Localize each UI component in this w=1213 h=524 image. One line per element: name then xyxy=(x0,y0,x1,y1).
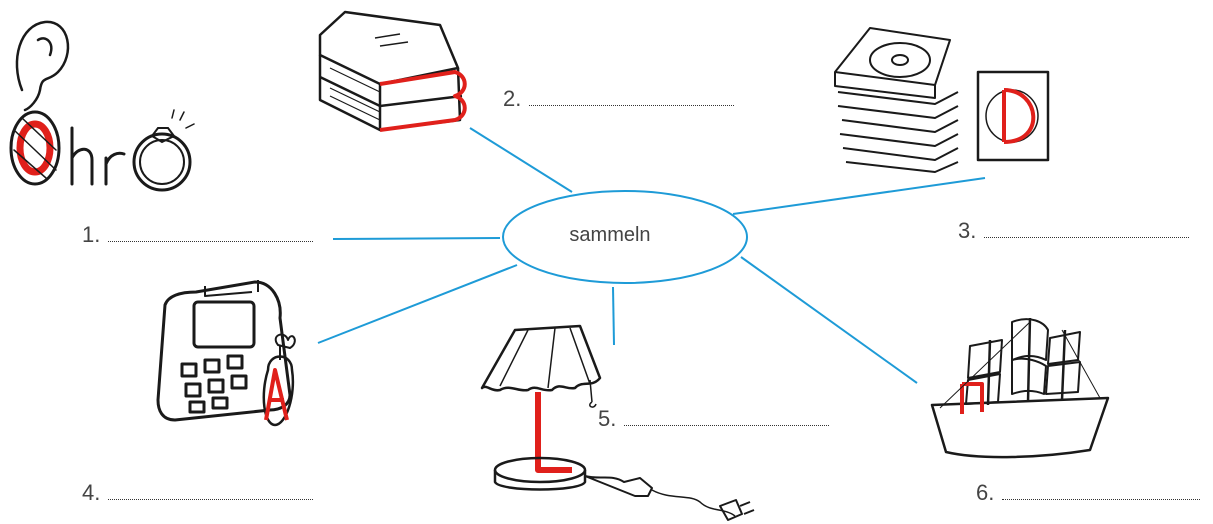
letter-r-icon xyxy=(104,151,126,186)
blank-2: 2. xyxy=(503,86,735,112)
connector-1 xyxy=(332,237,501,240)
blank-3-number: 3. xyxy=(958,218,977,243)
blank-5-answer-line[interactable] xyxy=(624,411,830,426)
center-word: sammeln xyxy=(569,224,651,246)
connector-3 xyxy=(732,177,986,215)
blank-3-answer-line[interactable] xyxy=(984,223,1190,238)
plug-icon xyxy=(719,499,755,521)
cds-drawing xyxy=(834,27,1050,173)
ear-ring-drawing xyxy=(9,20,195,192)
blank-2-answer-line[interactable] xyxy=(529,91,735,106)
blank-3: 3. xyxy=(958,218,1190,244)
cd-stack-icon xyxy=(834,27,951,86)
blank-4-answer-line[interactable] xyxy=(108,485,314,500)
ring-icon xyxy=(132,132,192,192)
center-ellipse xyxy=(502,190,748,284)
blank-4-number: 4. xyxy=(82,480,101,505)
connector-4 xyxy=(317,264,518,344)
blank-5-number: 5. xyxy=(598,406,617,431)
lamp-stand-icon xyxy=(535,392,572,473)
blank-1: 1. xyxy=(82,222,314,248)
blank-1-answer-line[interactable] xyxy=(108,227,314,242)
lamp-drawing xyxy=(480,324,755,521)
letter-h-icon xyxy=(70,126,94,186)
connector-2 xyxy=(469,127,573,193)
blank-6-answer-line[interactable] xyxy=(1002,485,1201,500)
ship-hull-icon xyxy=(930,396,1110,459)
blank-1-number: 1. xyxy=(82,222,101,247)
phone-drawing xyxy=(156,280,296,427)
connector-6 xyxy=(740,256,918,384)
blank-6-number: 6. xyxy=(976,480,995,505)
books-drawing xyxy=(318,10,467,132)
mobile-phone-icon xyxy=(156,280,292,422)
connector-lines xyxy=(317,127,986,384)
blank-4: 4. xyxy=(82,480,314,506)
connector-5 xyxy=(612,286,615,346)
blank-2-number: 2. xyxy=(503,86,522,111)
ship-drawing xyxy=(930,317,1110,459)
blank-5: 5. xyxy=(598,406,830,432)
lamp-shade-icon xyxy=(480,324,602,392)
blank-6: 6. xyxy=(976,480,1201,506)
letter-o-icon xyxy=(9,110,61,186)
cd-case-icon xyxy=(976,70,1050,162)
ear-icon xyxy=(15,20,70,112)
easter-egg-icon xyxy=(262,355,295,427)
